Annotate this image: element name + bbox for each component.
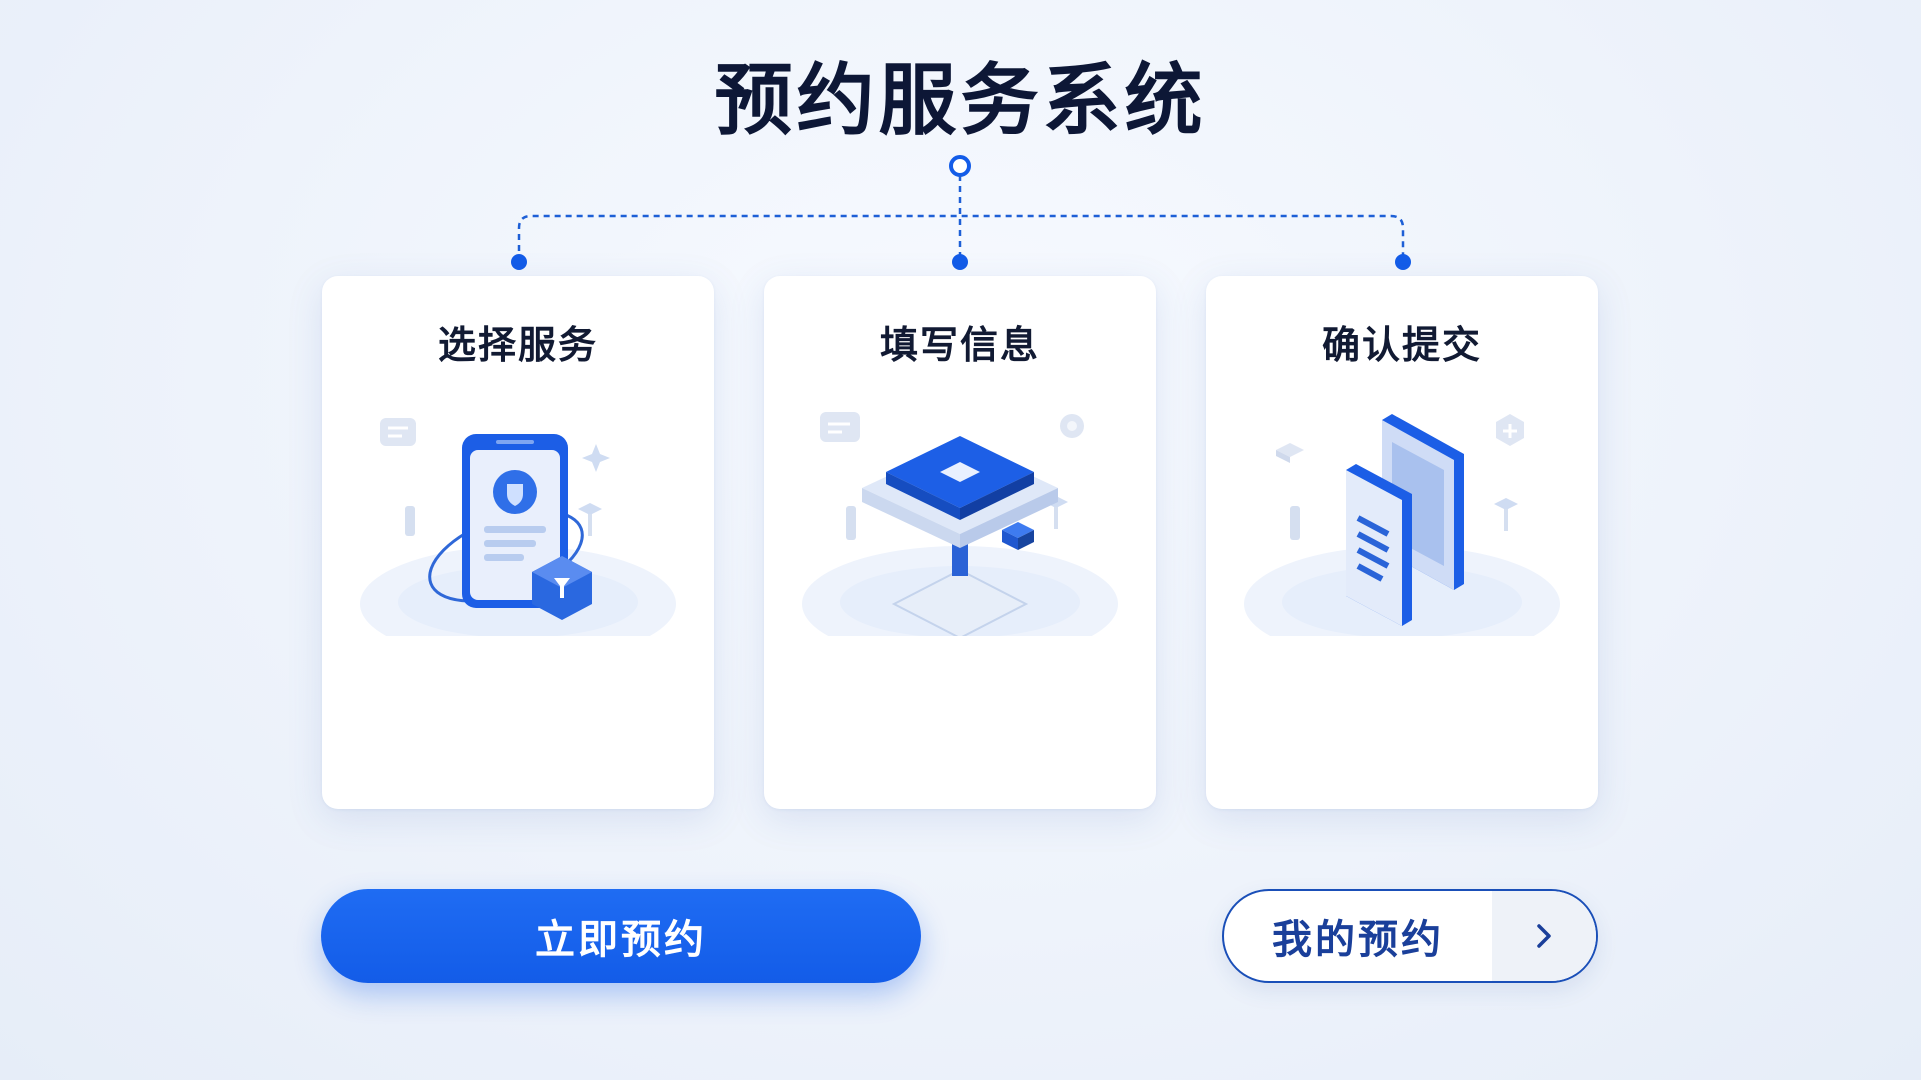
step-card-confirm-submit[interactable]: 确认提交: [1206, 276, 1598, 809]
form-platform-icon: [802, 412, 1118, 636]
chevron-right-icon: [1492, 891, 1596, 981]
book-now-button[interactable]: 立即预约: [321, 889, 921, 983]
connector-node-1: [511, 254, 527, 270]
step-card-select-service[interactable]: 选择服务: [322, 276, 714, 809]
step-card-title: 确认提交: [1321, 323, 1482, 367]
page-title: 预约服务系统: [714, 56, 1207, 146]
connector-node-3: [1395, 254, 1411, 270]
my-bookings-label: 我的预约: [1272, 917, 1444, 963]
step-card-fill-info[interactable]: 填写信息: [764, 276, 1156, 809]
my-bookings-button[interactable]: 我的预约: [1222, 889, 1598, 983]
documents-submit-icon: [1244, 414, 1560, 636]
connector-origin-node: [949, 155, 971, 177]
step-card-title: 选择服务: [437, 323, 598, 367]
phone-service-icon: [360, 418, 676, 636]
step-card-title: 填写信息: [879, 323, 1040, 367]
step-connector: [511, 155, 1411, 270]
connector-node-2: [952, 254, 968, 270]
